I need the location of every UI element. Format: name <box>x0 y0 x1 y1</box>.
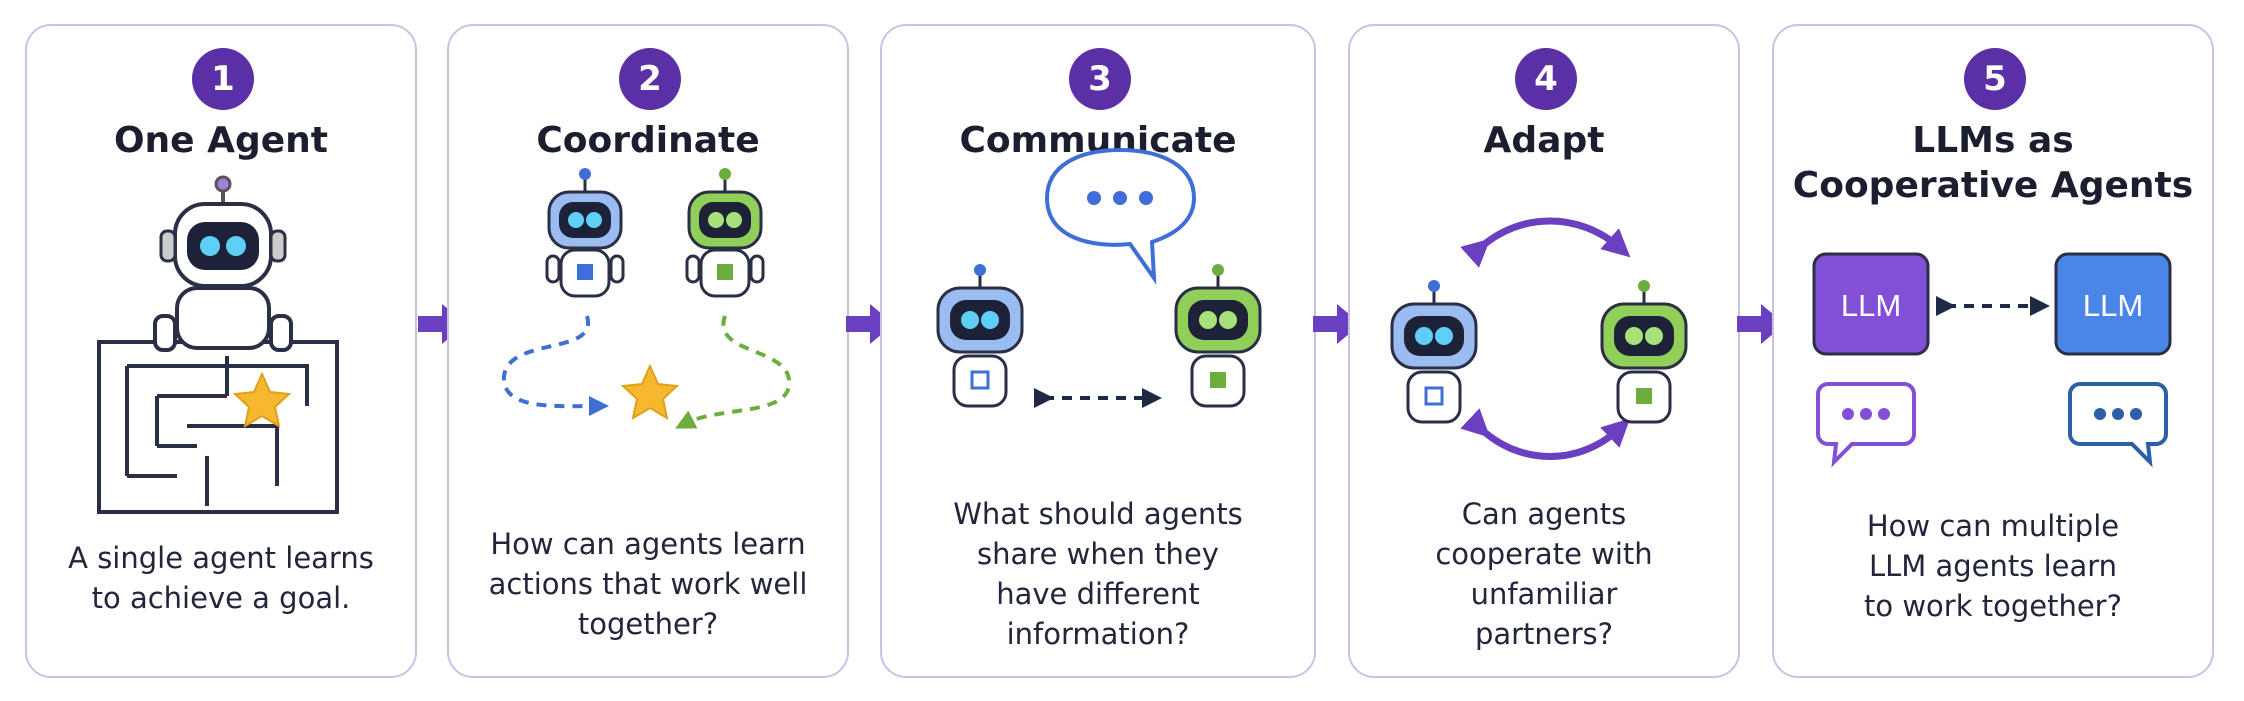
speech-bubble-icon <box>1044 147 1197 285</box>
green-robot-icon <box>685 168 765 298</box>
step-title: LLMs as Cooperative Agents <box>1792 120 2194 206</box>
communicate-illustration <box>936 147 1262 408</box>
step-description: What should agents share when they have … <box>953 497 1243 651</box>
step-title: Coordinate <box>536 120 760 161</box>
step-title: One Agent <box>113 120 329 161</box>
step-description: How can agents learn actions that work w… <box>488 527 808 641</box>
green-path-arrow <box>675 315 792 429</box>
step-number-badge: 5 <box>1964 48 2026 110</box>
speech-bubble-icon <box>2068 382 2168 468</box>
coordinate-illustration <box>501 168 792 429</box>
speech-bubble-icon <box>1816 382 1916 468</box>
llm-label: LLM <box>2083 288 2143 323</box>
green-robot-icon <box>1600 280 1688 424</box>
llm-box-purple: LLM <box>1812 252 1930 356</box>
step-description: A single agent learns to achieve a goal. <box>68 541 374 615</box>
maze-icon <box>97 340 339 514</box>
step-panel-4: 4 Adapt Can agents cooperate with u <box>1348 24 1740 678</box>
llm-agents-illustration: LLM LLM <box>1812 252 2172 468</box>
robot-icon <box>153 175 293 352</box>
star-icon <box>232 371 292 429</box>
blue-robot-icon <box>545 168 625 298</box>
step-panel-3: 3 Communicate What should agents s <box>880 24 1316 678</box>
step-title: Adapt <box>1483 120 1605 161</box>
step-number-badge: 2 <box>619 48 681 110</box>
llm-box-blue: LLM <box>2054 252 2172 356</box>
green-robot-icon <box>1174 264 1262 408</box>
star-icon <box>620 363 680 421</box>
step-description: Can agents cooperate with unfamiliar par… <box>1435 497 1653 651</box>
blue-path-arrow <box>501 315 609 417</box>
llm-label: LLM <box>1841 288 1901 323</box>
step-panel-1: 1 One Agent A single agent learns to ach… <box>25 24 417 678</box>
step-panel-2: 2 Coordinate How can age <box>447 24 849 678</box>
step-description: How can multiple LLM agents learn to wor… <box>1864 509 2122 623</box>
adapt-illustration <box>1390 217 1688 460</box>
step-panel-5: 5 LLMs as Cooperative Agents LLM LLM How… <box>1772 24 2214 678</box>
step-number-badge: 4 <box>1515 48 1577 110</box>
step-number-badge: 3 <box>1069 48 1131 110</box>
cycle-arrows-icon <box>1460 217 1631 460</box>
step-number-badge: 1 <box>192 48 254 110</box>
blue-robot-icon <box>936 264 1024 408</box>
blue-robot-icon <box>1390 280 1478 424</box>
one-agent-illustration <box>97 175 339 514</box>
